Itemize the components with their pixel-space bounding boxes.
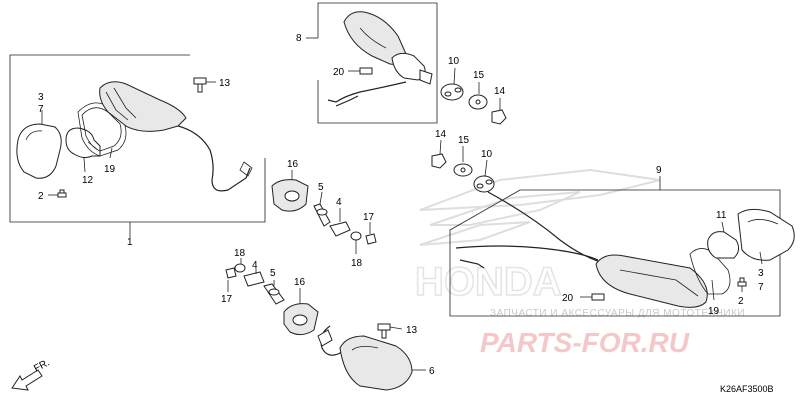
callout-12: 12 (82, 175, 94, 186)
callout-20-top: 20 (333, 67, 345, 78)
callout-13-top: 13 (219, 78, 231, 89)
callout-14-mid: 14 (435, 129, 447, 140)
nut-14-top (491, 109, 507, 125)
winker-wire-lower (320, 325, 343, 356)
winker-housing-left (99, 81, 187, 132)
callout-10-mid: 10 (481, 149, 493, 160)
callout-1: 1 (127, 237, 133, 248)
winker-housing-right (595, 254, 708, 308)
honda-word-watermark: HONDA (415, 260, 562, 304)
screw-20-top (359, 67, 373, 75)
bulb-12 (65, 127, 101, 159)
callout-13-lower: 13 (406, 325, 418, 336)
bolt-13-top (193, 77, 207, 93)
assembly-box-1 (9, 54, 266, 238)
washer-18-lower (234, 263, 246, 273)
watermark-brand: PARTS-FOR.RU (480, 327, 690, 358)
collar-4-lower (243, 271, 265, 287)
callout-3-right: 3 (758, 268, 764, 279)
screw-20-lower (591, 293, 605, 301)
nut-14-mid (431, 153, 447, 169)
callout-6: 6 (429, 366, 435, 377)
callout-19-left: 19 (104, 164, 116, 175)
callout-14-top: 14 (494, 86, 506, 97)
screw-2-right (737, 277, 747, 287)
callout-2-right: 2 (738, 296, 744, 307)
callout-16-lower: 16 (294, 277, 306, 288)
watermark-tagline: ЗАПЧАСТИ И АКСЕССУАРЫ ДЛЯ МОТОТЕХНИКИ (490, 308, 745, 319)
callout-8: 8 (296, 33, 302, 44)
screw-2-left (57, 189, 67, 198)
assembly-box-8 (306, 2, 438, 124)
winker-lens-left (16, 123, 62, 179)
callout-5-lower: 5 (270, 268, 276, 279)
gasket-19-left (77, 102, 127, 157)
winker-lens-right (737, 208, 795, 261)
nut-17-lower (225, 267, 237, 279)
callout-4-upper: 4 (336, 197, 342, 208)
callout-9: 9 (656, 165, 662, 176)
collar-4-upper (329, 221, 351, 237)
callout-2-left: 2 (38, 191, 44, 202)
callout-7-right: 7 (758, 282, 764, 293)
callout-15-mid: 15 (458, 135, 470, 146)
callout-11: 11 (716, 210, 727, 221)
nut-17-upper (365, 233, 377, 245)
callout-18-upper: 18 (351, 258, 363, 269)
assembly-box-9 (449, 176, 781, 317)
honda-wing-watermark: HONDA (414, 168, 661, 305)
gasket-19-right (689, 248, 731, 295)
callout-10-top: 10 (448, 56, 460, 67)
callout-20-lower: 20 (562, 293, 574, 304)
callout-17-lower: 17 (221, 294, 233, 305)
front-arrow-icon (11, 369, 43, 391)
bulb-11 (707, 231, 740, 259)
callout-5-upper: 5 (318, 182, 324, 193)
diagram-code: K26AF3500B (720, 384, 774, 394)
callout-18-lower: 18 (234, 248, 246, 259)
callout-16-upper: 16 (287, 159, 299, 170)
mirror-wire (327, 81, 407, 103)
callout-15-top: 15 (473, 70, 485, 81)
callout-3-left: 3 (38, 92, 44, 103)
callout-19-right: 19 (708, 306, 720, 317)
callout-4-lower: 4 (252, 260, 258, 271)
bolt-13-lower (377, 323, 391, 339)
front-label: FR. (32, 357, 51, 374)
callout-17-upper: 17 (363, 212, 375, 223)
washer-18-upper (350, 231, 362, 241)
winker-lens-6 (339, 335, 413, 391)
winker-wire-left (177, 125, 251, 192)
callout-7-left: 7 (38, 104, 44, 115)
